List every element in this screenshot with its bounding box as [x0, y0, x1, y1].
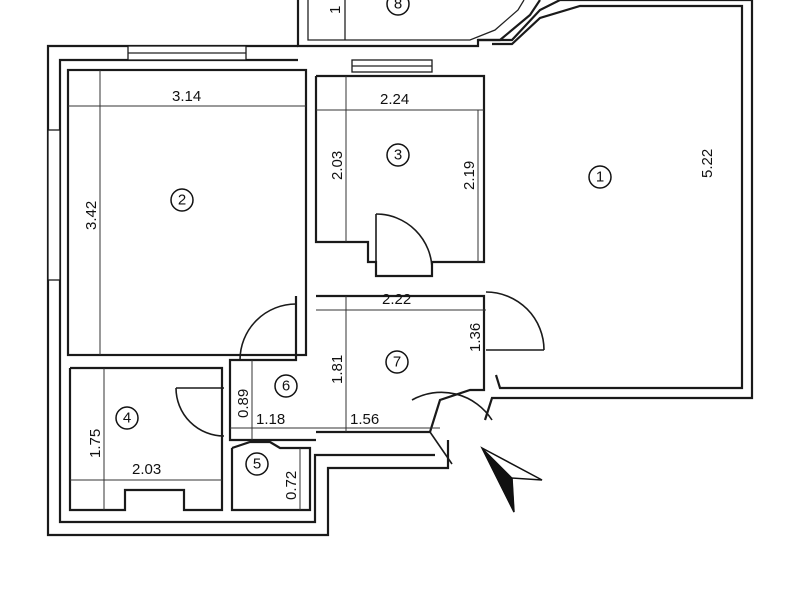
windows [47, 45, 433, 281]
door-room3 [375, 213, 433, 271]
room1-inner-wall [492, 4, 744, 390]
dim-room6-height: 0.89 [235, 389, 252, 418]
svg-text:8: 8 [394, 0, 402, 13]
dim-room3-right-height: 2.19 [461, 161, 478, 190]
door-room4 [175, 387, 225, 437]
outer-walls [46, 0, 754, 537]
svg-text:2: 2 [178, 192, 186, 209]
north-arrow-icon [480, 446, 543, 513]
dim-room7-left-height: 1.81 [329, 355, 346, 384]
svg-text:4: 4 [123, 410, 131, 427]
room-number-2: 2 [170, 188, 194, 212]
outer-wall-line [46, 44, 450, 537]
room-3 [314, 74, 486, 278]
room1-outer-wall [478, 0, 754, 421]
dim-room4-width: 2.03 [132, 461, 161, 478]
dim-top-partial: 1 [327, 6, 344, 14]
room-numbers: 1 2 3 4 5 6 7 8 [115, 0, 612, 476]
room-number-4: 4 [115, 406, 139, 430]
dim-room5-width: 0.72 [283, 471, 300, 500]
room-number-7: 7 [385, 350, 409, 374]
svg-text:5: 5 [253, 456, 261, 473]
dim-room3-width: 2.24 [380, 91, 409, 108]
room-number-1: 1 [588, 165, 612, 189]
room-number-8: 8 [386, 0, 410, 16]
dim-room4-height: 1.75 [87, 429, 104, 458]
dim-room3-left-height: 2.03 [329, 151, 346, 180]
room-5 [230, 440, 312, 512]
dim-hall-bottom-width: 1.56 [350, 411, 379, 428]
room-number-6: 6 [274, 374, 298, 398]
room5-walls [230, 440, 312, 512]
dim-room7-width: 2.22 [382, 291, 411, 308]
room8-wall [296, 0, 541, 48]
svg-text:6: 6 [282, 378, 290, 395]
room8-inner-wall [307, 0, 525, 41]
door-room1 [485, 291, 545, 351]
door-room2 [239, 303, 297, 361]
window-room2-left [47, 129, 61, 281]
dim-room1-height: 5.22 [699, 149, 716, 178]
room-number-3: 3 [386, 143, 410, 167]
dim-room2-height: 3.42 [83, 201, 100, 230]
door-entrance [411, 391, 493, 421]
outer-wall-inner-line [58, 58, 435, 524]
svg-text:1: 1 [596, 169, 604, 186]
dim-room7-right-height: 1.36 [467, 323, 484, 352]
svg-text:3: 3 [394, 147, 402, 164]
room-number-5: 5 [245, 452, 269, 476]
room2-walls [66, 68, 308, 357]
doors [175, 213, 545, 465]
room3-walls [314, 74, 486, 278]
dimension-labels: 3.14 3.42 2.24 2.03 2.19 5.22 2.22 1.36 … [83, 6, 716, 500]
room-4 [68, 366, 224, 512]
dim-room2-width: 3.14 [172, 88, 201, 105]
svg-text:7: 7 [393, 354, 401, 371]
room4-walls [68, 366, 224, 512]
dim-hall-width: 1.18 [256, 411, 285, 428]
room-2 [66, 68, 308, 357]
